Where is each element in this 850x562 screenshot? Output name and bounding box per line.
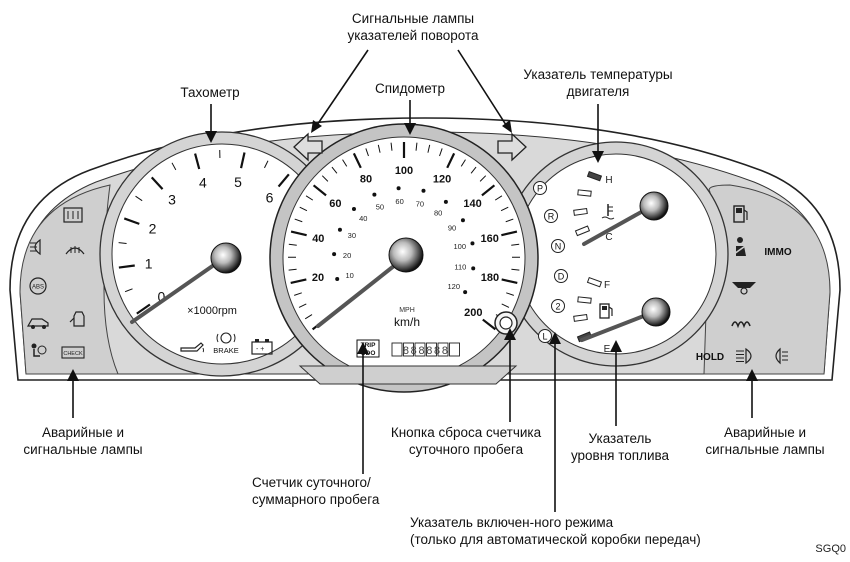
svg-text:- +: - + xyxy=(256,346,264,353)
tach-number: 4 xyxy=(199,175,207,191)
warning-right-line2: сигнальные лампы xyxy=(690,441,840,458)
tach-number: 3 xyxy=(168,191,176,207)
immo-label: IMMO xyxy=(764,247,791,258)
gear-mode-line1: Указатель включен-ного режима xyxy=(410,514,750,531)
trip-reset-line1: Кнопка сброса счетчика xyxy=(378,424,554,441)
fuel-gauge-label: Указатель уровня топлива xyxy=(560,430,680,464)
mph-dot xyxy=(421,189,425,193)
temp-hot-label: H xyxy=(605,175,612,186)
temperature-label: Указатель температуры двигателя xyxy=(498,66,698,100)
mph-number: 60 xyxy=(395,197,403,206)
warning-right-line1: Аварийные и xyxy=(690,424,840,441)
gear-letter: N xyxy=(555,242,562,252)
mph-dot xyxy=(397,186,401,190)
mph-number: 30 xyxy=(348,231,356,240)
trip-reset-knob-center xyxy=(500,317,512,329)
trip-odo-line1: Счетчик суточного/ xyxy=(252,474,418,491)
tachometer-label: Тахометр xyxy=(150,84,270,101)
gear-letter: R xyxy=(548,212,555,222)
cluster-bottom-trim xyxy=(300,366,516,384)
kmh-number: 40 xyxy=(312,233,324,245)
tach-number: 2 xyxy=(149,221,157,237)
tach-number: 5 xyxy=(234,174,242,190)
temp-tick xyxy=(578,190,591,196)
temperature-line1: Указатель температуры xyxy=(498,66,698,83)
kmh-number: 200 xyxy=(464,307,482,319)
mph-number: 50 xyxy=(376,202,384,211)
gear-letter: L xyxy=(542,332,547,342)
hold-label: HOLD xyxy=(696,352,724,363)
tach-unit: ×1000rpm xyxy=(187,305,237,317)
turn-signals-label: Сигнальные лампы указателей поворота xyxy=(320,10,506,44)
kmh-number: 180 xyxy=(481,272,499,284)
temp-cold-label: C xyxy=(605,232,612,243)
warning-left-line2: сигнальные лампы xyxy=(8,441,158,458)
fuel-line2: уровня топлива xyxy=(560,447,680,464)
kmh-number: 100 xyxy=(395,165,413,177)
mph-dot xyxy=(444,200,448,204)
turn-signals-line2: указателей поворота xyxy=(320,27,506,44)
odometer-value: 888888 xyxy=(403,346,450,358)
speedometer-hub xyxy=(389,238,423,272)
fuel-empty-label: E xyxy=(604,344,611,355)
kmh-number: 60 xyxy=(329,198,341,210)
mph-label: MPH xyxy=(399,307,415,314)
tachometer-hub xyxy=(211,243,241,273)
svg-text:ABS: ABS xyxy=(32,285,44,291)
fuel-line1: Указатель xyxy=(560,430,680,447)
mph-number: 120 xyxy=(448,282,461,291)
kmh-number: 20 xyxy=(312,272,324,284)
kmh-number: 160 xyxy=(480,233,498,245)
gear-letter: P xyxy=(537,184,543,194)
gear-letter: D xyxy=(558,272,565,282)
gear-mode-line2: (только для автоматической коробки перед… xyxy=(410,531,750,548)
temperature-line2: двигателя xyxy=(498,83,698,100)
fuel-tick xyxy=(578,297,591,303)
mph-number: 10 xyxy=(345,271,353,280)
kmh-number: 80 xyxy=(360,174,372,186)
mph-dot xyxy=(338,228,342,232)
trip-odo-line2: суммарного пробега xyxy=(252,491,418,508)
kmh-number: 120 xyxy=(433,174,451,186)
mph-dot xyxy=(335,277,339,281)
odometer-digit-cell xyxy=(450,343,460,356)
mph-number: 20 xyxy=(343,251,351,260)
temp-hub xyxy=(640,192,668,220)
svg-text:CHECK: CHECK xyxy=(63,351,83,357)
warning-left-line1: Аварийные и xyxy=(8,424,158,441)
mph-number: 70 xyxy=(416,199,424,208)
image-code: SGQ0 xyxy=(815,543,846,555)
warning-lamps-left-label: Аварийные и сигнальные лампы xyxy=(8,424,158,458)
brake-label: BRAKE xyxy=(213,346,238,355)
kmh-number: 140 xyxy=(463,198,481,210)
mph-number: 110 xyxy=(454,262,466,271)
mph-dot xyxy=(470,241,474,245)
tach-number: 1 xyxy=(145,256,153,272)
gear-letter: 2 xyxy=(555,302,560,312)
mph-dot xyxy=(463,290,467,294)
gear-mode-label: Указатель включен-ного режима (только дл… xyxy=(410,514,750,548)
mph-dot xyxy=(352,207,356,211)
turn-signals-line1: Сигнальные лампы xyxy=(320,10,506,27)
warning-lamps-right-label: Аварийные и сигнальные лампы xyxy=(690,424,840,458)
speedometer-label: Спидометр xyxy=(350,80,470,97)
mph-dot xyxy=(372,193,376,197)
mph-number: 80 xyxy=(434,208,442,217)
fuel-hub xyxy=(642,298,670,326)
mph-dot xyxy=(332,252,336,256)
mph-number: 90 xyxy=(448,223,456,232)
trip-reset-label: Кнопка сброса счетчика суточного пробега xyxy=(378,424,554,458)
trip-odometer-label: Счетчик суточного/ суммарного пробега xyxy=(242,474,418,508)
tach-number: 6 xyxy=(266,189,274,205)
trip-reset-line2: суточного пробега xyxy=(378,441,554,458)
fuel-full-label: F xyxy=(604,280,610,291)
mph-number: 40 xyxy=(359,214,367,223)
kmh-label: km/h xyxy=(394,315,420,329)
mph-dot xyxy=(461,218,465,222)
mph-dot xyxy=(471,266,475,270)
odometer-digit-cell xyxy=(392,343,402,356)
mph-number: 100 xyxy=(453,242,466,251)
